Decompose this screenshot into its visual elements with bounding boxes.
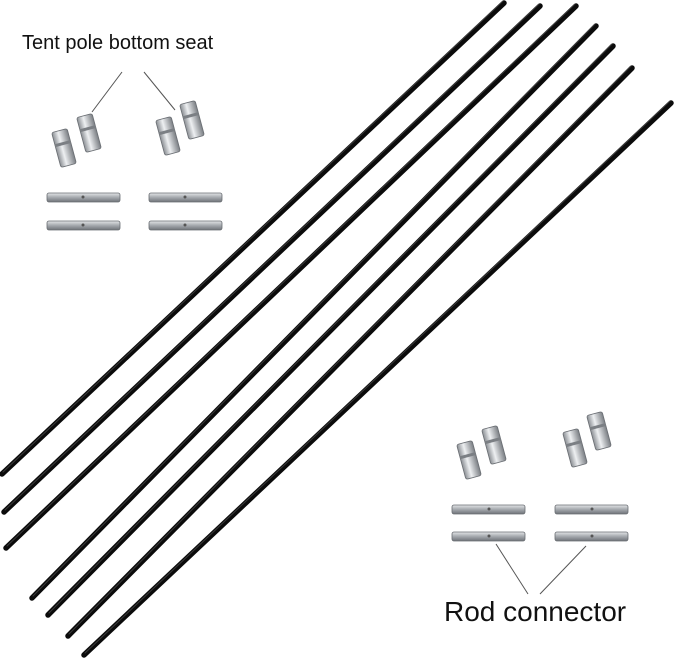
tent-pole xyxy=(45,43,616,618)
leader-line xyxy=(143,71,176,111)
rod-connector xyxy=(148,220,223,231)
tent-pole xyxy=(0,0,507,477)
bottom-seat-group-top xyxy=(51,71,205,168)
bottom-seat-label: Tent pole bottom seat xyxy=(22,32,214,54)
rod-connector xyxy=(451,504,526,515)
rod-connector xyxy=(46,192,121,203)
leader-line xyxy=(539,545,587,595)
rod-connector xyxy=(148,192,223,203)
tent-pole xyxy=(65,65,635,639)
rod-connector-group-top xyxy=(46,192,223,231)
bottom-seat-group-bottom xyxy=(456,411,612,480)
bottom-seat xyxy=(51,128,77,168)
bottom-seat xyxy=(179,100,205,140)
bottom-seat xyxy=(456,440,482,480)
leader-line xyxy=(91,71,123,113)
tent-pole xyxy=(81,100,674,658)
tent-pole xyxy=(29,23,599,601)
tent-pole xyxy=(3,3,579,551)
rod-connector xyxy=(46,220,121,231)
pole-highlights xyxy=(2,0,671,654)
rod-connector-group-bottom xyxy=(451,504,629,595)
bottom-seat xyxy=(76,113,102,153)
bottom-seat xyxy=(562,428,588,468)
bottom-seat xyxy=(586,411,612,451)
rod-connector xyxy=(554,504,629,515)
rod-connector xyxy=(554,531,629,542)
bottom-seat xyxy=(481,425,507,465)
leader-line xyxy=(495,543,529,595)
bottom-seat xyxy=(155,116,181,156)
rod-connector xyxy=(451,531,526,542)
rod-connector-label: Rod connector xyxy=(444,596,627,627)
tent-pole xyxy=(1,3,543,515)
